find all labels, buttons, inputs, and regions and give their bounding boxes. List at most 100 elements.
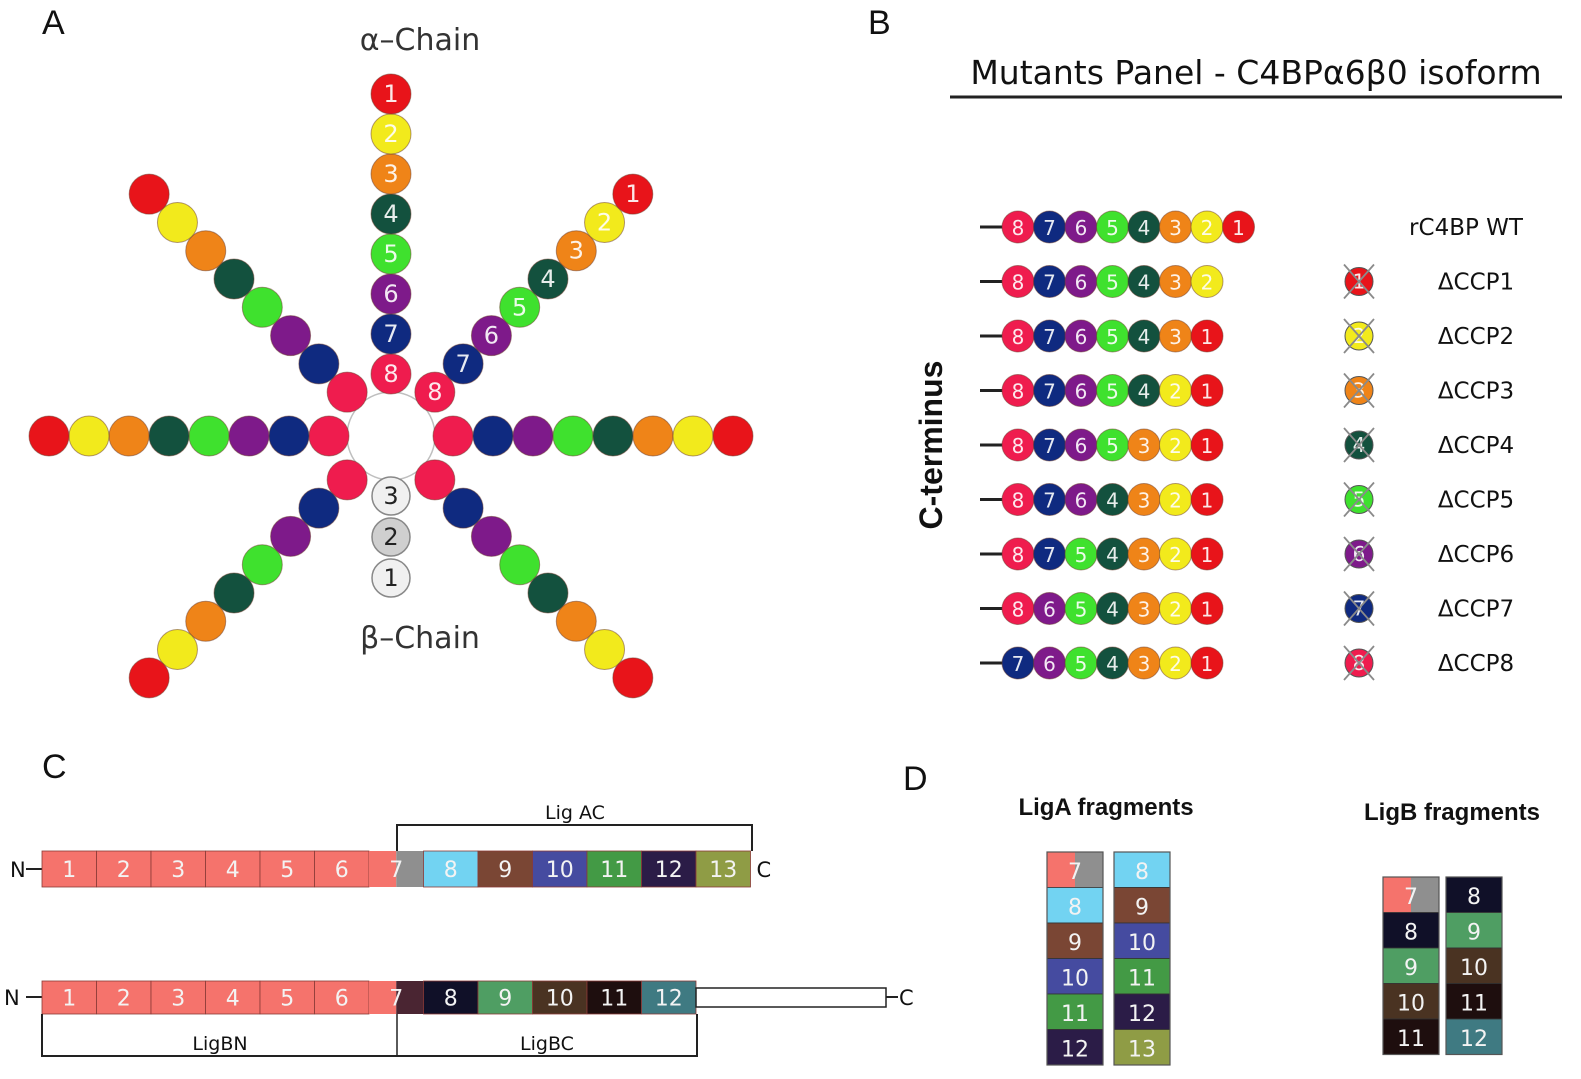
domain-7: 7	[369, 851, 424, 887]
ccp8-bead: 8	[1001, 428, 1035, 462]
ccp-bead-number: 8	[1012, 271, 1025, 295]
ccp4-bead	[148, 415, 190, 457]
ccp5-bead	[499, 544, 541, 586]
ccp-bead	[241, 286, 283, 328]
ccp7-bead: 7	[370, 313, 412, 355]
ccp-bead	[1190, 483, 1224, 516]
ccp1-bead: 1	[1222, 210, 1255, 244]
ccp-bead	[185, 600, 227, 642]
domain-number: 10	[1061, 966, 1089, 991]
ccp-bead-number: 1	[1232, 216, 1245, 240]
ccp-bead	[672, 415, 714, 457]
ccp-bead-number: 1	[1201, 380, 1214, 404]
ccp-bead	[156, 629, 198, 671]
ligb-fragments-title: LigB fragments	[1364, 799, 1540, 826]
ccp-bead-number: 5	[1106, 434, 1119, 458]
domain-12: 12	[641, 850, 697, 888]
ccp-bead-number: 7	[1043, 434, 1056, 458]
fragment-domain-11: 11	[1113, 958, 1171, 995]
domain-number: 8	[444, 858, 458, 883]
ccp4-bead: 4	[1127, 374, 1161, 407]
domain-9: 9	[477, 980, 533, 1015]
fragment-domain-9: 9	[1445, 912, 1503, 949]
liga-fragments-title: LigA fragments	[1018, 794, 1193, 821]
ccp-bead	[185, 230, 227, 272]
ccp8-bead: 8	[1001, 592, 1035, 625]
fragment-domain-7: 7	[1383, 877, 1439, 913]
ccp-bead	[148, 415, 190, 457]
domain-number: 9	[1467, 920, 1481, 945]
domain-box	[586, 850, 642, 888]
domain-box	[314, 850, 370, 888]
cross-icon	[1343, 263, 1375, 300]
ccp4-bead	[213, 258, 255, 300]
alpha-chain-arm	[432, 415, 754, 457]
ccp-bead	[414, 371, 456, 413]
ccp-bead-number: 8	[1012, 216, 1025, 240]
ccp-bead-number: 1	[1201, 434, 1214, 458]
ccp-bead	[28, 415, 70, 457]
ccp6-bead: 6	[1033, 592, 1066, 625]
ccp5-bead: 5	[1096, 265, 1129, 298]
ccp-bead-number: 3	[1138, 489, 1151, 513]
domain-number: 6	[335, 858, 349, 883]
domain-number: 9	[498, 987, 512, 1012]
panel-d-fragments: LigA fragments LigB fragments 7891011128…	[1018, 794, 1540, 1066]
ccp-bead-number: 4	[1138, 216, 1151, 240]
domain-number: 5	[280, 858, 294, 883]
domain-number: 8	[1404, 920, 1418, 945]
ccp-bead-number: 2	[1201, 216, 1214, 240]
ccp-bead-number: 2	[383, 120, 398, 148]
mutant-label: ΔCCP3	[1438, 379, 1514, 405]
ccp5-bead	[552, 415, 594, 457]
ccp3-bead: 3	[555, 230, 597, 272]
mutant-label: ΔCCP5	[1438, 488, 1514, 514]
ccp8-bead	[414, 459, 456, 501]
ccp1-bead: 1	[1190, 428, 1224, 462]
ccp8-bead: 8	[1001, 319, 1035, 353]
ccp-bead-number: 1	[1201, 543, 1214, 567]
ccp-bead	[584, 629, 626, 671]
ccp6-bead	[270, 515, 312, 557]
ccp-bead	[1190, 374, 1224, 407]
ccp-bead	[68, 415, 110, 457]
ccp5-bead: 5	[1064, 592, 1098, 625]
ccp-bead-number: 2	[1169, 598, 1182, 622]
domain-box	[259, 850, 315, 888]
domain-number: 5	[280, 987, 294, 1012]
ccp-bead-number: 7	[1043, 325, 1056, 349]
ccp7-bead: 7	[1033, 537, 1066, 571]
domain-number: 11	[600, 987, 628, 1012]
panel-letter-c: C	[42, 748, 67, 786]
fragment-domain-8: 8	[1046, 887, 1104, 924]
domain-box	[532, 980, 588, 1015]
ccp2-bead: 2	[1190, 210, 1224, 244]
ccp-bead	[326, 371, 368, 413]
domain-box	[1046, 887, 1104, 924]
ccp-bead-number: 7	[455, 350, 470, 378]
ccp-bead-number: 2	[1169, 489, 1182, 513]
ccp3-bead: 3	[1159, 319, 1192, 353]
fragment-domain-8: 8	[1445, 876, 1503, 913]
ccp5-bead: 5	[370, 233, 412, 275]
ccp4-bead: 4	[370, 193, 412, 235]
ccp5-bead: 5	[1096, 374, 1129, 407]
ccp2-bead: 2	[370, 113, 412, 155]
ccp4-bead: 4	[527, 258, 569, 300]
domain-box	[1445, 947, 1503, 984]
ccp4-bead: 4	[1096, 483, 1129, 516]
ccp-bead-number: 5	[1075, 652, 1088, 676]
ccp-bead-number: 6	[1075, 216, 1088, 240]
ccp-bead	[442, 487, 484, 529]
domain-box	[1113, 851, 1171, 888]
mutant-row: 8765432ΔCCP11	[980, 263, 1514, 300]
ccp-bead-number: 5	[383, 240, 398, 268]
ccp5-bead: 5	[499, 286, 541, 328]
ccp2-bead: 2	[1159, 537, 1192, 571]
domain-number: 1	[62, 858, 76, 883]
ccp-bead	[555, 600, 597, 642]
domain-box	[532, 850, 588, 888]
